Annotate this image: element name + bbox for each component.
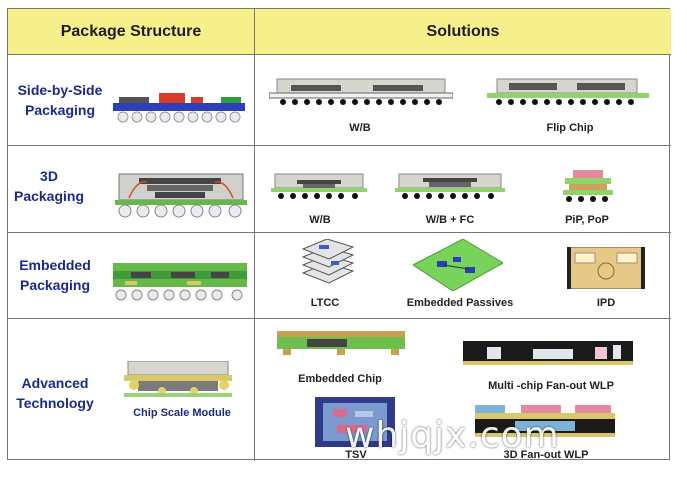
multi-chip-fan-out-wlp-illustration (463, 341, 633, 365)
header-solutions: Solutions (255, 9, 671, 55)
flip-chip-package-illustration (487, 78, 649, 105)
label-line: Advanced (21, 375, 89, 391)
header-right-label: Solutions (426, 22, 500, 40)
embedded-chip-illustration (277, 331, 405, 355)
caption-embedded-passives: Embedded Passives (406, 297, 514, 309)
caption-multi-chip-fan-out-wlp: Multi -chip Fan-out WLP (488, 380, 614, 392)
tsv-illustration (315, 397, 395, 447)
caption-ipd: IPD (596, 297, 616, 309)
row-advanced-solutions: Embedded Chip Multi -chip Fan-out WLP TS… (255, 319, 671, 461)
3d-package-illustration (115, 173, 247, 218)
label-line: Packaging (13, 188, 85, 204)
label-line: Packaging (24, 102, 96, 118)
embedded-package-illustration (113, 263, 247, 301)
3d-wire-bond-illustration (271, 173, 367, 199)
caption-flip-chip: Flip Chip (546, 122, 594, 134)
side-by-side-package-illustration (113, 93, 245, 123)
pip-pop-illustration (563, 170, 613, 202)
caption-pip-pop: PiP, PoP (565, 214, 609, 226)
ipd-illustration (567, 247, 645, 289)
watermark: whjqjx.com (345, 415, 560, 456)
row-side-by-side-solutions: W/B Flip Chip (255, 55, 671, 146)
caption-chip-scale-module: Chip Scale Module (133, 407, 231, 419)
caption-3d-fan-out-wlp: 3D Fan-out WLP (503, 449, 589, 461)
caption-ltcc: LTCC (310, 297, 340, 309)
wire-bond-package-illustration (269, 78, 453, 105)
label-line: 3D (40, 168, 58, 184)
header-package-structure: Package Structure (8, 9, 255, 55)
row-side-by-side-label-cell: Side-by-Side Packaging (8, 55, 255, 146)
ltcc-illustration (301, 239, 355, 284)
package-table: Package Structure Solutions Side-by-Side… (7, 8, 671, 461)
row-3d-solutions: W/B W/B + FC PiP, PoP (255, 146, 671, 233)
caption-wb-fc: W/B + FC (425, 214, 475, 226)
caption-3d-wire-bond: W/B (309, 214, 331, 226)
row-embedded-solutions: LTCC Embedded Passives IPD (255, 233, 671, 319)
row-advanced-label-cell: Advanced Technology Chip Scale Module (8, 319, 255, 461)
label-line: Packaging (19, 277, 91, 293)
row-embedded-label-cell: Embedded Packaging (8, 233, 255, 319)
chip-scale-module-illustration (124, 361, 232, 397)
row-advanced-title: Advanced Technology (10, 373, 100, 413)
header-left-label: Package Structure (60, 22, 202, 40)
caption-tsv: TSV (345, 449, 367, 461)
label-line: Side-by-Side (17, 82, 103, 98)
3d-fan-out-wlp-illustration (475, 405, 615, 437)
3d-wb-fc-illustration (395, 173, 505, 199)
row-3d-label-cell: 3D Packaging (8, 146, 255, 233)
label-line: Technology (16, 395, 94, 411)
embedded-passives-illustration (413, 239, 503, 291)
caption-wire-bond: W/B (349, 122, 371, 134)
row-3d-title: 3D Packaging (10, 166, 88, 206)
label-line: Embedded (19, 257, 91, 273)
row-embedded-title: Embedded Packaging (10, 255, 100, 295)
row-side-by-side-title: Side-by-Side Packaging (10, 80, 110, 120)
caption-embedded-chip: Embedded Chip (298, 373, 382, 385)
